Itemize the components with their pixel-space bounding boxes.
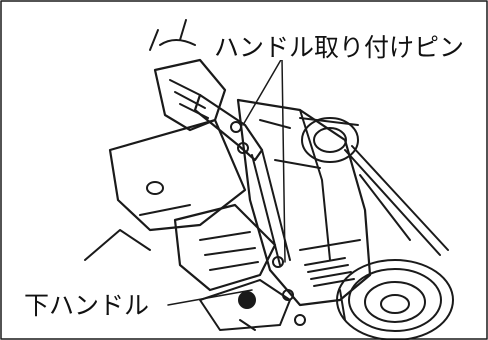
sleeve [84, 118, 247, 261]
leader-line-lower-pin [281, 57, 286, 263]
upper-hand [149, 19, 227, 132]
lower-handle-bracket [199, 279, 306, 331]
handle-pin-label: ハンドル取り付けピン [212, 33, 467, 62]
lower-hand [173, 203, 277, 292]
mower-body [236, 98, 372, 307]
leader-line-upper-pin [242, 57, 283, 126]
leader-lines [167, 57, 286, 306]
rear-roller [336, 259, 454, 340]
frame-rods [344, 145, 449, 256]
leader-line-lower-handle [167, 289, 253, 306]
lower-handle-label: 下ハンドル [22, 291, 152, 320]
upper-wheel [299, 117, 359, 163]
